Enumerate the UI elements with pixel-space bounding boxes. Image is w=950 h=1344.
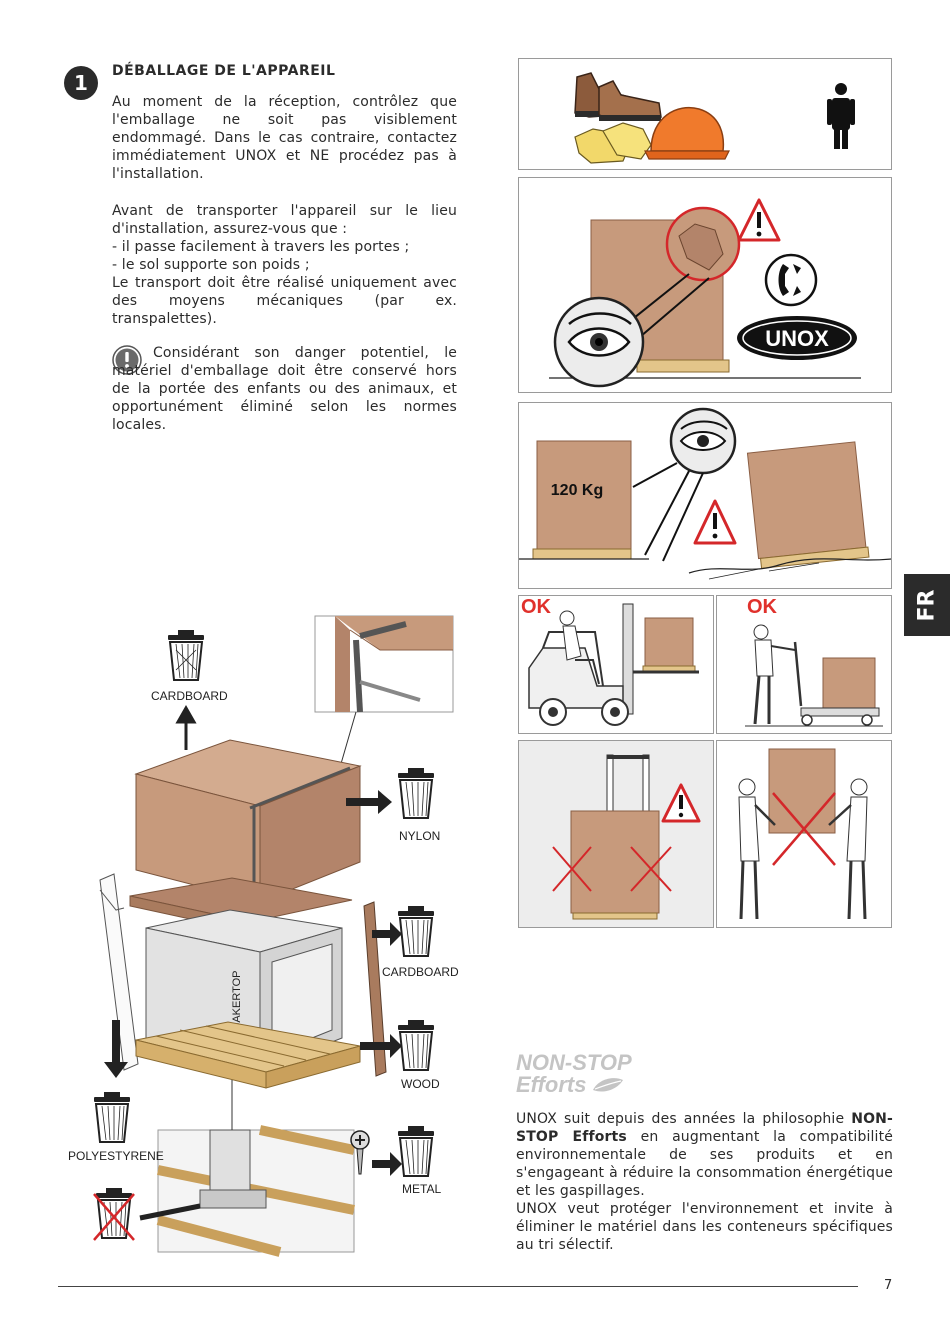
nonstop-paragraph: UNOX suit depuis des années la philosoph…: [516, 1110, 893, 1254]
nonstop-text-c: UNOX veut protéger l'environnement et in…: [516, 1201, 893, 1253]
nonstop-text-bold: NON-STOP Efforts: [516, 1111, 893, 1145]
ppe-panel: [518, 58, 892, 170]
transport-method: Le transport doit être réalisé uniquemen…: [112, 275, 457, 327]
eye-icon: [553, 296, 645, 388]
trash-bin-icon: [398, 1020, 434, 1071]
trash-bin-icon: [94, 1092, 130, 1143]
ok-label-pallet-truck: OK: [747, 596, 777, 618]
bin-label-metal: METAL: [402, 1182, 442, 1196]
damage-check-panel: UNOX: [518, 177, 892, 393]
gloves-icon: [574, 122, 652, 164]
forbidden-cross-icon: [772, 792, 836, 866]
screw-icon: [350, 1130, 370, 1175]
warning-triangle-icon: [661, 783, 701, 823]
nonstop-logo-line2: Efforts: [516, 1072, 587, 1097]
damaged-corner-magnifier: [665, 206, 741, 282]
warning-paragraph: Considérant son danger potentiel, le mat…: [112, 345, 457, 433]
language-tab-label: FR: [914, 589, 940, 621]
bin-label-cardboard-top: CARDBOARD: [151, 689, 228, 703]
eye-icon: [669, 407, 737, 475]
crossed-trash-bin-icon: [93, 1188, 135, 1241]
nonstop-text-b: en augmentant la compatibilité environne…: [516, 1129, 894, 1199]
ok-forklift-panel: OK: [518, 595, 714, 734]
ok-pallet-truck-panel: OK: [716, 595, 892, 734]
nonstop-text-a: UNOX suit depuis des années la philosoph…: [516, 1111, 852, 1127]
transport-item-doors: - il passe facilement à travers les port…: [112, 239, 410, 255]
transport-paragraph: Avant de transporter l'appareil sur le l…: [112, 202, 457, 328]
oven-brand-label: BAKERTOP: [231, 970, 243, 1030]
page-number: 7: [884, 1278, 893, 1293]
trash-bin-icon: [168, 630, 204, 681]
unox-logo: UNOX: [737, 316, 857, 360]
forbidden-manual-lift-panel: [716, 740, 892, 928]
person-icon: [827, 83, 855, 149]
nonstop-logo: NON-STOP Efforts: [516, 1052, 632, 1096]
warning-triangle-icon: [693, 499, 737, 545]
weight-floor-panel: 120 Kg: [518, 402, 892, 589]
nonstop-logo-line1: NON-STOP: [516, 1050, 632, 1075]
bin-label-nylon: NYLON: [399, 829, 441, 843]
weight-label: 120 Kg: [551, 482, 603, 499]
bin-label-cardboard-mid: CARDBOARD: [382, 965, 459, 979]
svg-text:UNOX: UNOX: [765, 326, 829, 351]
trash-bin-icon: [398, 768, 434, 819]
bin-label-wood: WOOD: [401, 1077, 440, 1091]
unpacking-illustration: BAKERTOP: [60, 610, 470, 1260]
transport-intro: Avant de transporter l'appareil sur le l…: [112, 203, 457, 237]
intro-paragraph: Au moment de la réception, contrôlez que…: [112, 94, 457, 182]
trash-bin-icon: [398, 1126, 434, 1177]
transport-item-floor: - le sol supporte son poids ;: [112, 257, 310, 273]
phone-icon: [764, 253, 818, 307]
step-number-icon: 1: [64, 66, 98, 100]
section-title: DÉBALLAGE DE L'APPAREIL: [112, 63, 336, 79]
leaf-icon: [592, 1078, 623, 1092]
ok-label-forklift: OK: [521, 596, 551, 618]
forbidden-cross-icon: [552, 846, 672, 892]
safety-boots-icon: [574, 72, 662, 121]
hard-hat-icon: [644, 107, 730, 160]
forbidden-lift-panel: [518, 740, 714, 928]
language-tab: FR: [904, 574, 950, 636]
warning-exclamation-icon: [112, 345, 142, 375]
trash-bin-icon: [398, 906, 434, 957]
bin-label-polystyrene: POLYESTYRENE: [68, 1149, 164, 1163]
pallet-truck-icon: [745, 624, 883, 727]
footer-divider: [58, 1286, 858, 1287]
warning-triangle-icon: [737, 198, 781, 242]
forklift-icon: [528, 603, 699, 726]
